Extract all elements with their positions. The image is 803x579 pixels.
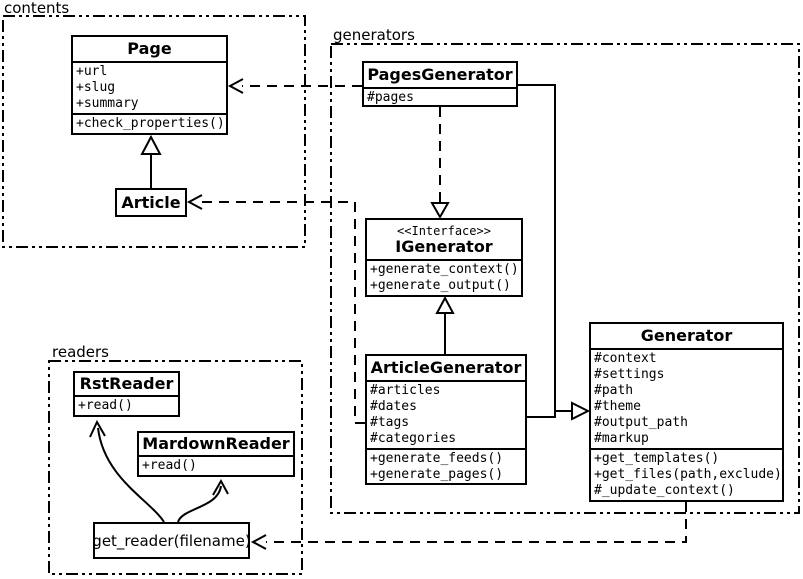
attribute-articles: #articles [370,383,441,398]
edge-getreader-to-rstreader [97,427,165,523]
class-methods-page: +check_properties() [73,113,226,133]
class-box-rstreader: RstReader +read() [73,371,180,417]
class-box-articlegenerator: ArticleGenerator #articles #dates #tags … [365,354,527,485]
class-methods-articlegenerator: +generate_feeds() +generate_pages() [367,448,525,483]
class-box-page: Page +url +slug +summary +check_properti… [71,35,228,135]
open-arrowhead-at-mardownreader [212,478,229,496]
class-title-igenerator: <<Interface>> IGenerator [367,220,521,259]
function-box-get-reader: get_reader(filename) [92,522,251,559]
attribute-markup: #markup [594,431,649,446]
hollow-triangle-at-page [140,134,162,155]
class-box-pagesgenerator: PagesGenerator #pages [362,61,518,107]
function-label-get-reader: get_reader(filename) [92,531,251,550]
class-box-mardownreader: MardownReader +read() [137,431,295,477]
attribute-context: #context [594,351,657,366]
class-box-article: Article [115,188,187,217]
class-title-igenerator-text: IGenerator [395,236,493,256]
edge-getreader-to-mardownreader [177,485,222,523]
method-update-context: #_update_context() [594,483,735,498]
method-get-files: +get_files(path,exclude) [594,467,782,482]
package-contents-border [2,15,306,248]
class-title-page: Page [127,39,172,58]
hollow-triangle-at-generator [571,401,591,421]
class-attributes-page: +url +slug +summary [73,61,226,113]
attribute-categories: #categories [370,431,457,446]
class-methods-generator: +get_templates() +get_files(path,exclude… [591,448,782,500]
attribute-output-path: #output_path [594,415,688,430]
package-readers-border [48,360,303,575]
class-methods-rstreader: +read() [75,395,178,415]
hollow-triangle-at-igenerator-top [430,202,450,220]
method-get-templates: +get_templates() [594,451,720,466]
stereotype-interface: <<Interface>> [397,223,491,238]
attribute-summary: +summary [76,96,139,111]
class-title-generator: Generator [640,326,733,345]
attribute-settings: #settings [594,367,665,382]
method-generate-context: +generate_context() [370,262,519,277]
method-read-rst: +read() [78,398,133,413]
package-generators-border [330,43,800,514]
class-methods-igenerator: +generate_context() +generate_output() [367,259,521,295]
attribute-dates: #dates [370,399,417,414]
package-label-readers: readers [52,343,109,361]
class-title-rstreader: RstReader [79,374,174,393]
edge-articlegenerator-to-article [202,201,365,424]
attribute-url: +url [76,64,108,79]
class-title-pagesgenerator: PagesGenerator [367,65,513,84]
open-arrowhead-at-rstreader [89,419,106,438]
class-attributes-generator: #context #settings #path #theme #output_… [591,348,782,448]
class-box-generator: Generator #context #settings #path #them… [589,322,784,502]
attribute-theme: #theme [594,399,641,414]
attribute-path: #path [594,383,634,398]
method-generate-output: +generate_output() [370,278,511,293]
hollow-triangle-at-igenerator-bottom [435,295,455,314]
package-label-generators: generators [333,26,415,44]
open-arrowhead-at-article [186,194,203,210]
class-attributes-pagesgenerator: #pages [364,87,516,105]
attribute-pages: #pages [367,90,414,105]
class-title-articlegenerator: ArticleGenerator [370,358,522,377]
class-box-igenerator: <<Interface>> IGenerator +generate_conte… [365,218,523,297]
method-generate-feeds: +generate_feeds() [370,451,504,466]
attribute-slug: +slug [76,80,116,95]
edge-generator-to-getreader [266,502,687,543]
edge-articlegenerator-to-generator [527,411,556,418]
class-attributes-articlegenerator: #articles #dates #tags #categories [367,380,525,448]
class-methods-mardownreader: +read() [139,455,293,475]
open-arrowhead-at-page [227,78,244,94]
class-title-article: Article [121,192,181,212]
method-read-mardown: +read() [142,458,197,473]
method-generate-pages: +generate_pages() [370,467,504,482]
class-title-mardownreader: MardownReader [142,434,290,453]
open-arrowhead-at-getreader [250,534,267,550]
method-check-properties: +check_properties() [76,116,225,131]
attribute-tags: #tags [370,415,410,430]
package-label-contents: contents [4,0,70,17]
edge-pagesgenerator-to-generator [518,84,572,412]
